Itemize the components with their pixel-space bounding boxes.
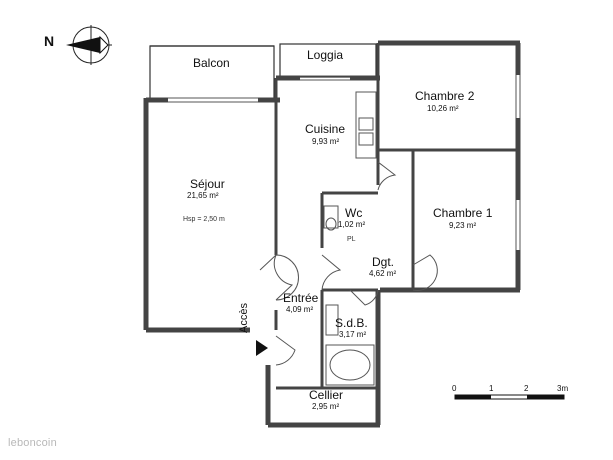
scale-tick-3: 3m	[557, 384, 569, 393]
room-sejour-height: Hsp = 2,50 m	[183, 216, 225, 223]
interior-walls	[274, 43, 518, 390]
north-label: N	[44, 33, 55, 49]
access-label: Accès	[238, 303, 250, 333]
room-sejour-area: 21,65 m²	[187, 191, 219, 200]
scale-tick-0: 0	[452, 384, 457, 393]
door-swings	[259, 161, 438, 366]
balcony-outline	[149, 43, 377, 100]
scale-bar	[454, 394, 565, 400]
compass-rose	[66, 25, 112, 65]
room-entree-area: 4,09 m²	[286, 305, 314, 314]
room-chambre2-name: Chambre 2	[415, 89, 475, 103]
kitchen-fixtures	[355, 91, 377, 159]
room-cellier-name: Cellier	[309, 388, 344, 402]
access-arrow-icon	[256, 340, 268, 356]
watermark: leboncoin	[8, 437, 57, 449]
room-cuisine-area: 9,93 m²	[312, 137, 340, 146]
room-cellier-area: 2,95 m²	[312, 402, 340, 411]
room-wc-placard: PL	[347, 236, 356, 243]
windows	[168, 75, 521, 250]
room-chambre2-area: 10,26 m²	[427, 104, 459, 113]
room-wc-area: 1,02 m²	[338, 220, 366, 229]
scale-tick-1: 1	[489, 384, 494, 393]
scale-tick-2: 2	[524, 384, 529, 393]
room-balcon-name: Balcon	[193, 56, 230, 70]
room-dgt-name: Dgt.	[372, 255, 395, 269]
exterior-walls	[143, 40, 521, 428]
room-cuisine-name: Cuisine	[305, 122, 346, 136]
room-sdb-name: S.d.B.	[335, 316, 368, 330]
room-chambre1-name: Chambre 1	[433, 206, 493, 220]
room-wc-name: Wc	[345, 206, 363, 220]
room-loggia-name: Loggia	[307, 48, 344, 62]
room-chambre1-area: 9,23 m²	[449, 221, 477, 230]
room-entree-name: Entrée	[283, 291, 319, 305]
bathroom-fixtures	[323, 205, 375, 386]
room-sejour-name: Séjour	[190, 177, 225, 191]
room-dgt-area: 4,62 m²	[369, 269, 397, 278]
room-sdb-area: 3,17 m²	[339, 330, 367, 339]
